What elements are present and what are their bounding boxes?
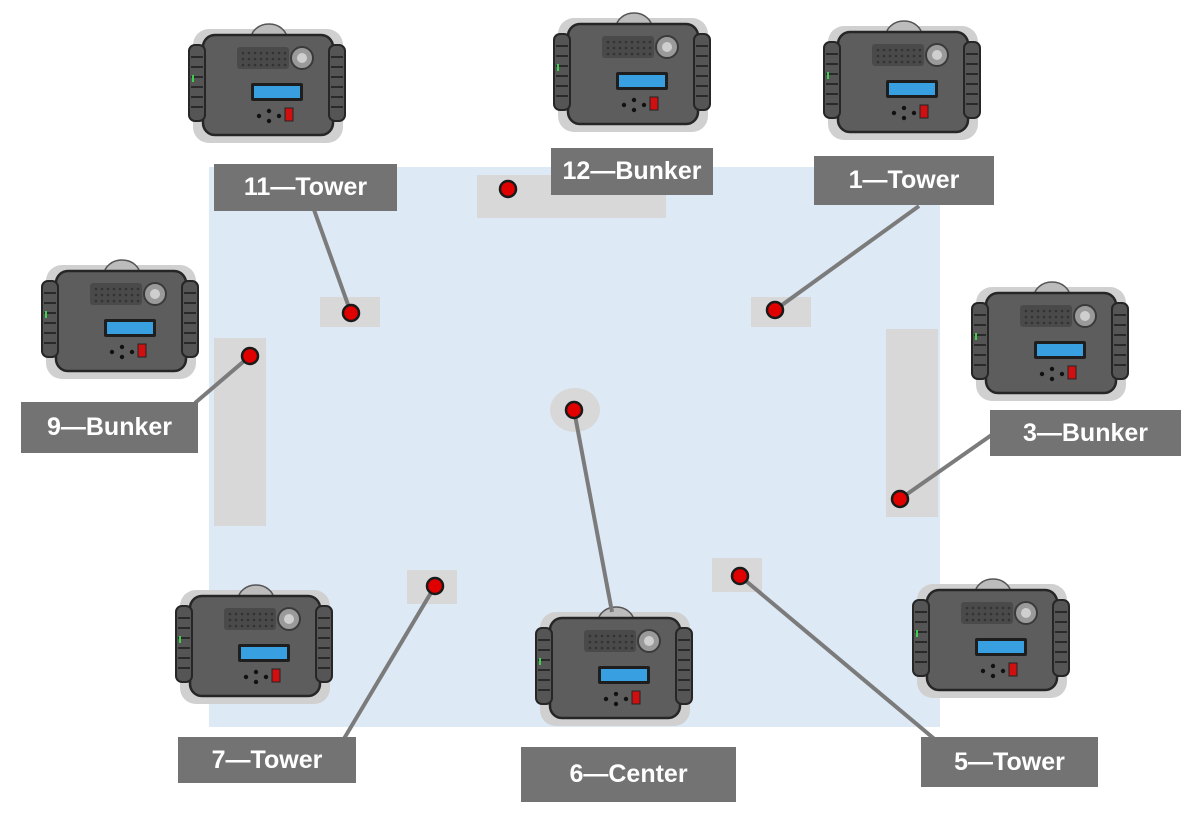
zone-7-tower xyxy=(407,570,457,604)
label-7-tower: 7—Tower xyxy=(178,737,356,783)
zone-6-center xyxy=(550,388,600,432)
label-11-tower: 11—Tower xyxy=(214,164,397,211)
zone-5-tower xyxy=(712,558,762,592)
label-9-bunker: 9—Bunker xyxy=(21,402,198,453)
label-5-tower: 5—Tower xyxy=(921,737,1098,787)
base-station-device-icon xyxy=(40,258,200,381)
base-station-device-icon xyxy=(911,577,1071,700)
zone-1-tower xyxy=(751,297,811,327)
label-3-bunker: 3—Bunker xyxy=(990,410,1181,456)
base-station-device-icon xyxy=(187,22,347,145)
base-station-device-icon xyxy=(534,605,694,728)
base-station-device-icon xyxy=(970,280,1130,403)
base-station-device-icon xyxy=(552,11,712,134)
label-6-center: 6—Center xyxy=(521,747,736,802)
zone-3-bunker xyxy=(886,329,938,517)
label-12-bunker: 12—Bunker xyxy=(551,148,713,195)
zone-9-bunker xyxy=(214,338,266,526)
base-station-device-icon xyxy=(174,583,334,706)
label-1-tower: 1—Tower xyxy=(814,156,994,205)
base-station-device-icon xyxy=(822,19,982,142)
zone-11-tower xyxy=(320,297,380,327)
